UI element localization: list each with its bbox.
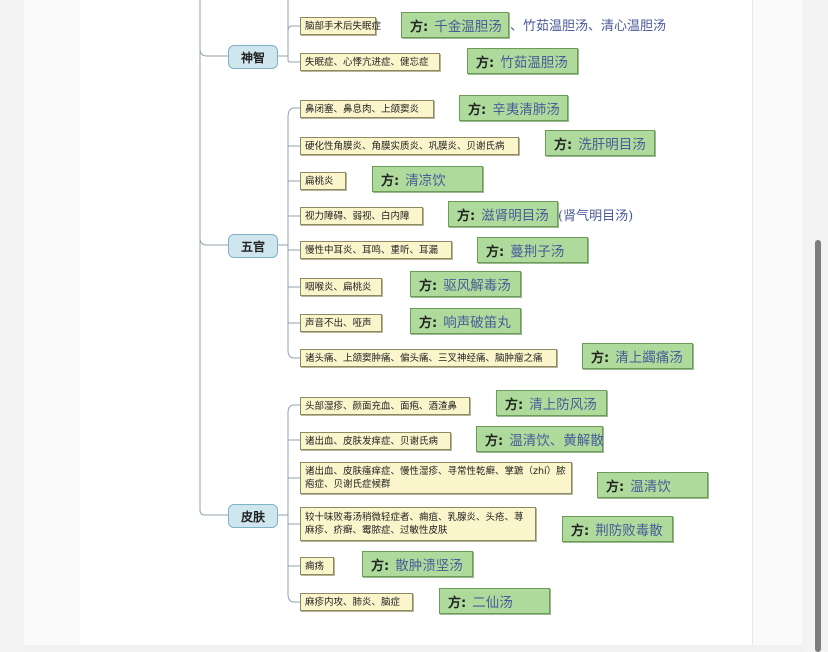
vertical-scrollbar[interactable]	[815, 240, 821, 652]
formula-name: 千金温胆汤	[434, 19, 502, 35]
formula-prefix: 方:	[381, 173, 400, 189]
formula-name: 响声破笛丸	[443, 315, 511, 331]
formula-name: 蔓荆子汤	[510, 244, 565, 260]
formula-prefix: 方:	[419, 315, 438, 331]
symptom-text: 扁桃炎	[305, 175, 334, 187]
symptom-node[interactable]: 失眠症、心悸亢进症、健忘症	[300, 53, 440, 71]
formula-node[interactable]: 方: 荆防败毒散	[562, 516, 673, 542]
formula-node[interactable]: 方: 千金温胆汤	[401, 12, 509, 38]
symptom-text: 诸出血、皮肤瘙痒症、慢性湿疹、寻常性乾癣、掌蹠（zhí）脓疱症、贝谢氏症候群	[305, 466, 566, 490]
symptom-node[interactable]: 脑部手术后失眠症	[300, 17, 381, 35]
formula-node[interactable]: 方: 响声破笛丸	[410, 308, 521, 334]
symptom-text: 头部湿疹、颜面充血、面疱、酒渣鼻	[305, 400, 458, 412]
symptom-node[interactable]: 头部湿疹、颜面充血、面疱、酒渣鼻	[300, 397, 470, 415]
category-node-pifu[interactable]: 皮肤	[228, 504, 278, 528]
symptom-node[interactable]: 咽喉炎、扁桃炎	[300, 278, 382, 296]
formula-prefix: 方:	[485, 433, 504, 449]
category-label: 五官	[240, 239, 265, 254]
symptom-text: 脑部手术后失眠症	[305, 20, 382, 32]
formula-prefix: 方:	[448, 595, 467, 611]
trunk-to-wuguan	[199, 237, 228, 246]
formula-prefix: 方:	[371, 558, 390, 574]
symptom-text: 麻疹内攻、肺炎、脑症	[305, 596, 401, 608]
formula-name: 二仙汤	[472, 595, 513, 611]
formula-name: 驱风解毒汤	[443, 278, 511, 294]
formula-name: 散肿溃坚汤	[395, 558, 463, 574]
formula-prefix: 方:	[419, 278, 438, 294]
symptom-node[interactable]: 慢性中耳炎、耳鸣、重听、耳漏	[300, 241, 452, 259]
formula-node[interactable]: 方: 清凉饮	[372, 166, 483, 192]
formula-name: 荆防败毒散	[595, 523, 663, 539]
formula-node[interactable]: 方: 散肿溃坚汤	[362, 551, 473, 577]
formula-name: 竹茹温胆汤	[500, 55, 568, 71]
symptom-text: 诸出血、皮肤发痒症、贝谢氏病	[305, 435, 439, 447]
page-bottom-edge	[24, 645, 802, 652]
formula-prefix: 方:	[476, 55, 495, 71]
symptom-node[interactable]: 诸出血、皮肤瘙痒症、慢性湿疹、寻常性乾癣、掌蹠（zhí）脓疱症、贝谢氏症候群	[300, 462, 572, 494]
formula-node[interactable]: 方: 驱风解毒汤	[410, 271, 521, 297]
formula-alternatives: (肾气明目汤)	[558, 209, 634, 224]
formula-node[interactable]: 方: 竹茹温胆汤	[467, 48, 578, 74]
formula-prefix: 方:	[410, 19, 429, 35]
symptom-text: 鼻闭塞、鼻息肉、上颌窦炎	[305, 103, 420, 115]
shenzhi-bracket	[276, 0, 300, 63]
trunk-line	[199, 0, 228, 516]
symptom-text: 诸头痛、上颌窦肿痛、偏头痛、三叉神经痛、脑肿瘤之痛	[305, 352, 543, 364]
symptom-text: 较十味败毒汤稍微轻症者、痈疽、乳腺炎、头疮、荨麻疹、疥癣、霉脓症、过敏性皮肤	[305, 512, 524, 536]
formula-name: 辛夷清肺汤	[492, 102, 560, 118]
symptom-node[interactable]: 鼻闭塞、鼻息肉、上颌窦炎	[300, 100, 434, 118]
category-label: 皮肤	[240, 509, 265, 524]
symptom-text: 硬化性角膜炎、角膜实质炎、巩膜炎、贝谢氏病	[305, 140, 505, 152]
trunk-to-shenzhi	[199, 48, 228, 57]
symptom-node[interactable]: 视力障碍、弱视、白内障	[300, 207, 423, 225]
formula-prefix: 方:	[554, 137, 573, 153]
formula-prefix: 方:	[468, 102, 487, 118]
symptom-text: 失眠症、心悸亢进症、健忘症	[305, 56, 429, 68]
formula-name: 清上防风汤	[529, 397, 597, 413]
formula-prefix: 方:	[457, 208, 476, 224]
category-node-shenzhi[interactable]: 神智	[228, 45, 278, 69]
symptom-node[interactable]: 较十味败毒汤稍微轻症者、痈疽、乳腺炎、头疮、荨麻疹、疥癣、霉脓症、过敏性皮肤	[300, 507, 536, 541]
formula-name: 滋肾明目汤	[481, 208, 549, 224]
formula-name: 温清饮、黄解散	[509, 433, 604, 449]
symptom-node[interactable]: 痈疡	[300, 557, 334, 575]
formula-prefix: 方:	[606, 479, 625, 495]
formula-alternatives: 、竹茹温胆汤、清心温胆汤	[510, 19, 667, 34]
symptom-text: 咽喉炎、扁桃炎	[305, 281, 372, 293]
formula-node[interactable]: 方: 二仙汤	[439, 588, 550, 614]
formula-prefix: 方:	[591, 350, 610, 366]
symptom-node[interactable]: 诸头痛、上颌窦肿痛、偏头痛、三叉神经痛、脑肿瘤之痛	[300, 349, 557, 367]
formula-node[interactable]: 方: 蔓荆子汤	[477, 237, 588, 263]
formula-name: 清上蠲痛汤	[615, 350, 683, 366]
formula-node[interactable]: 方: 滋肾明目汤	[448, 201, 558, 227]
formula-prefix: 方:	[571, 523, 590, 539]
formula-node[interactable]: 方: 温清饮	[597, 472, 708, 498]
pifu-bracket	[276, 404, 300, 603]
formula-prefix: 方:	[505, 397, 524, 413]
formula-node[interactable]: 方: 辛夷清肺汤	[459, 95, 568, 121]
symptom-text: 慢性中耳炎、耳鸣、重听、耳漏	[305, 244, 439, 256]
formula-node[interactable]: 方: 温清饮、黄解散	[476, 426, 604, 452]
symptom-node[interactable]: 声音不出、哑声	[300, 314, 382, 332]
wuguan-bracket	[276, 107, 300, 359]
category-label: 神智	[240, 50, 265, 65]
formula-node[interactable]: 方: 清上蠲痛汤	[582, 343, 693, 369]
formula-node[interactable]: 方: 清上防风汤	[496, 390, 607, 416]
symptom-node[interactable]: 诸出血、皮肤发痒症、贝谢氏病	[300, 432, 451, 450]
formula-name: 清凉饮	[405, 173, 446, 189]
symptom-text: 声音不出、哑声	[305, 317, 372, 329]
formula-name: 温清饮	[630, 479, 671, 495]
formula-node[interactable]: 方: 洗肝明目汤	[545, 130, 655, 156]
formula-name: 洗肝明目汤	[578, 137, 646, 153]
symptom-node[interactable]: 扁桃炎	[300, 172, 346, 190]
symptom-text: 痈疡	[305, 560, 325, 572]
category-node-wuguan[interactable]: 五官	[228, 234, 278, 258]
symptom-node[interactable]: 硬化性角膜炎、角膜实质炎、巩膜炎、贝谢氏病	[300, 137, 519, 155]
formula-prefix: 方:	[486, 244, 505, 260]
symptom-node[interactable]: 麻疹内攻、肺炎、脑症	[300, 593, 413, 611]
symptom-text: 视力障碍、弱视、白内障	[305, 210, 410, 222]
